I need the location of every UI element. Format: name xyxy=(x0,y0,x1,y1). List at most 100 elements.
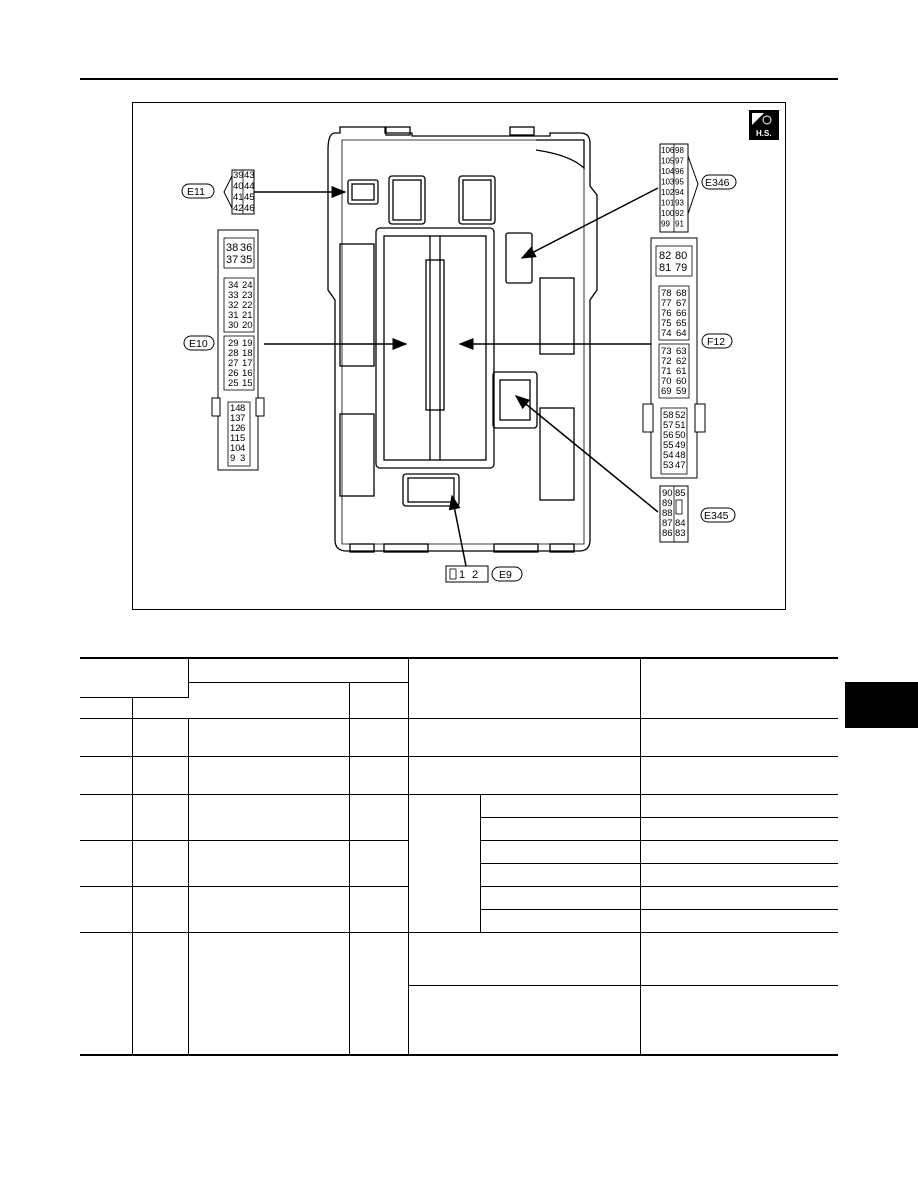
table-cell xyxy=(348,793,409,841)
pin-number: 55 xyxy=(663,440,674,451)
pin-number: 8 xyxy=(240,403,245,414)
pin-number: 70 xyxy=(661,376,672,387)
pin-number: 43 xyxy=(244,170,255,181)
pin-number: 100 xyxy=(661,209,675,218)
table-cell xyxy=(80,839,133,887)
pin-number: 54 xyxy=(663,450,674,461)
table-cell xyxy=(348,755,409,795)
pin-number: 90 xyxy=(662,488,673,499)
pin-number: 71 xyxy=(661,366,672,377)
table-row xyxy=(80,717,838,757)
table-row xyxy=(80,755,838,795)
table-cell xyxy=(479,839,641,864)
pin-number: 79 xyxy=(675,262,687,274)
table-cell xyxy=(348,681,408,719)
pin-number: 20 xyxy=(242,320,253,331)
pin-number: 83 xyxy=(675,528,686,539)
table-cell xyxy=(188,681,350,719)
pin-number: 57 xyxy=(663,420,674,431)
pin-number: 91 xyxy=(675,220,684,229)
pin-number: 16 xyxy=(242,368,253,379)
table-cell xyxy=(348,717,409,757)
pin-number: 24 xyxy=(242,280,253,291)
table-cell xyxy=(480,862,641,887)
pin-number: 87 xyxy=(662,518,673,529)
pin-number: 58 xyxy=(663,410,674,421)
pin-number: 51 xyxy=(675,420,686,431)
pin-number: 72 xyxy=(661,356,672,367)
pin-number: 62 xyxy=(676,356,687,367)
pin-number: 28 xyxy=(228,348,239,359)
table-cell xyxy=(187,657,409,683)
connector-e9: 1 2 E9 xyxy=(445,565,523,583)
table-cell xyxy=(131,755,189,795)
pin-number: 67 xyxy=(676,298,687,309)
table-cell xyxy=(80,657,189,698)
table-cell xyxy=(348,931,409,1056)
pin-number: 76 xyxy=(661,308,672,319)
table-cell xyxy=(187,931,350,1056)
table-cell xyxy=(187,885,350,933)
pin-number: 29 xyxy=(228,338,239,349)
pin-number: 35 xyxy=(240,254,252,266)
pin-number: 3 xyxy=(240,453,245,464)
table-cell xyxy=(639,717,838,757)
pin-number: 41 xyxy=(233,192,244,203)
connector-diagram-frame xyxy=(132,102,786,610)
pin-number: 32 xyxy=(228,300,239,311)
pin-number: 77 xyxy=(661,298,672,309)
table-cell xyxy=(131,931,189,1056)
table-cell xyxy=(639,984,838,1056)
table-cell xyxy=(407,793,481,933)
e346-label: E346 xyxy=(705,177,730,189)
table-row xyxy=(80,862,838,887)
table-cell xyxy=(639,839,838,864)
pin-number: 106 xyxy=(661,146,675,155)
harness-side-badge-icon: H.S. xyxy=(749,110,779,140)
f12-label: F12 xyxy=(707,336,725,348)
table-cell xyxy=(80,696,133,719)
pin-number: 80 xyxy=(675,250,687,262)
pin-number: 38 xyxy=(226,242,238,254)
pin-number: 63 xyxy=(676,346,687,357)
pin-number: 46 xyxy=(244,203,255,214)
e9-pin-1: 1 xyxy=(459,569,465,581)
table-cell xyxy=(131,696,188,719)
pin-number: 7 xyxy=(240,413,245,424)
pin-number: 19 xyxy=(242,338,253,349)
pin-number: 47 xyxy=(675,460,686,471)
pin-number: 4 xyxy=(240,443,245,454)
pin-number: 98 xyxy=(675,146,684,155)
table-cell xyxy=(639,885,838,910)
table-cell xyxy=(639,862,838,887)
pin-number: 23 xyxy=(242,290,253,301)
table-cell xyxy=(131,717,189,757)
pin-number: 49 xyxy=(675,440,686,451)
pin-number: 48 xyxy=(675,450,686,461)
pin-number: 21 xyxy=(242,310,253,321)
pin-number: 95 xyxy=(675,178,684,187)
table-cell xyxy=(639,793,838,818)
pin-number: 59 xyxy=(676,386,687,397)
table-cell xyxy=(131,839,189,887)
table-row xyxy=(80,931,838,1056)
pin-number: 42 xyxy=(233,203,244,214)
pin-number: 56 xyxy=(663,430,674,441)
pin-number: 69 xyxy=(661,386,672,397)
table-cell xyxy=(187,839,350,887)
arrow-e9 xyxy=(448,494,467,567)
table-cell xyxy=(639,908,838,933)
terminal-table xyxy=(80,657,838,1056)
table-cell xyxy=(480,908,641,933)
pin-number: 18 xyxy=(242,348,253,359)
table-row xyxy=(80,681,838,719)
pin-number: 68 xyxy=(676,288,687,299)
pin-number: 103 xyxy=(661,178,675,187)
pin-number: 33 xyxy=(228,290,239,301)
table-cell xyxy=(80,885,133,933)
